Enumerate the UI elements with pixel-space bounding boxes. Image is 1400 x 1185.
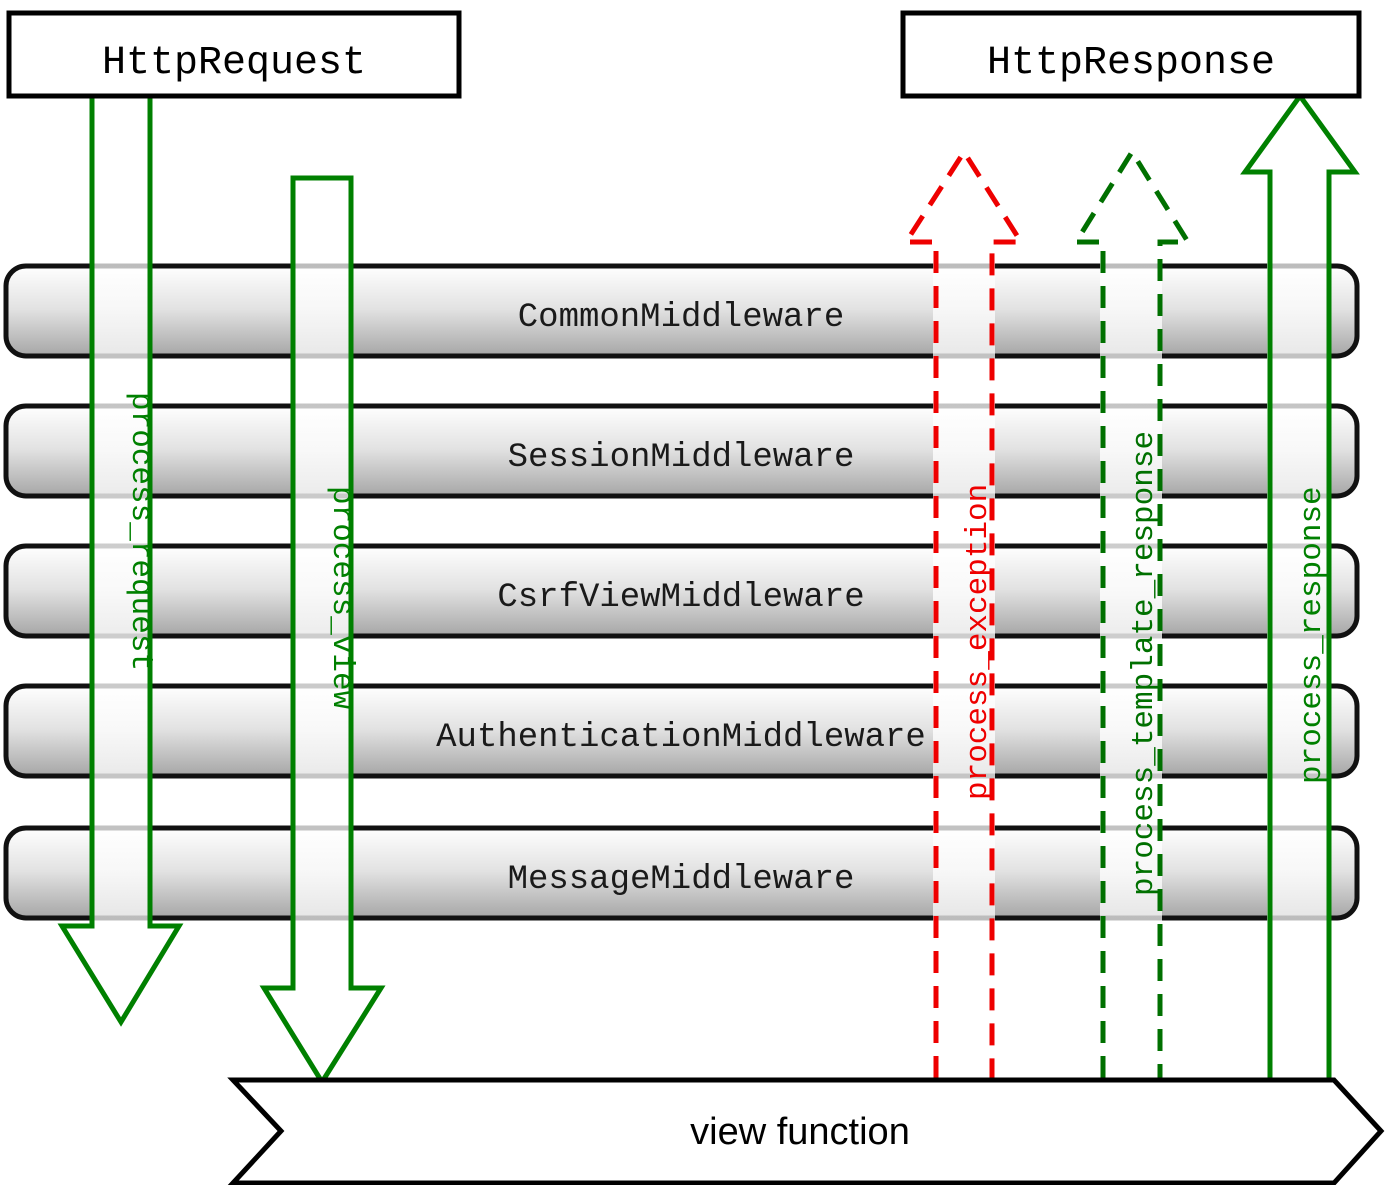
view-function-banner[interactable]: view function xyxy=(227,1077,1385,1185)
view-function-label: view function xyxy=(690,1111,910,1153)
http-response-label: HttpResponse xyxy=(987,41,1275,86)
http-request-label: HttpRequest xyxy=(102,41,366,86)
hook-labels: process_request process_view process_exc… xyxy=(123,392,1330,896)
process-exception-label: process_exception xyxy=(961,484,996,800)
process-template-response-arrow xyxy=(1071,147,1193,1078)
middleware-labels: CommonMiddleware SessionMiddleware CsrfV… xyxy=(436,299,926,899)
view-function-shape xyxy=(227,1077,1385,1185)
http-request-box[interactable]: HttpRequest xyxy=(6,10,462,99)
process-template-response-label: process_template_response xyxy=(1127,431,1162,896)
process-request-label: process_request xyxy=(123,392,158,671)
middleware-label: SessionMiddleware xyxy=(508,439,855,477)
middleware-label: AuthenticationMiddleware xyxy=(436,719,926,757)
process-response-label: process_response xyxy=(1295,486,1330,784)
middleware-label: CommonMiddleware xyxy=(518,299,844,337)
http-response-box[interactable]: HttpResponse xyxy=(900,10,1362,99)
arrow-corridor-highlights xyxy=(92,262,1329,922)
process-view-arrow xyxy=(259,175,386,1087)
process-view-label: process_view xyxy=(324,486,359,710)
process-request-arrow xyxy=(57,97,184,1027)
middleware-label: CsrfViewMiddleware xyxy=(497,579,864,617)
middleware-label: MessageMiddleware xyxy=(508,861,855,899)
